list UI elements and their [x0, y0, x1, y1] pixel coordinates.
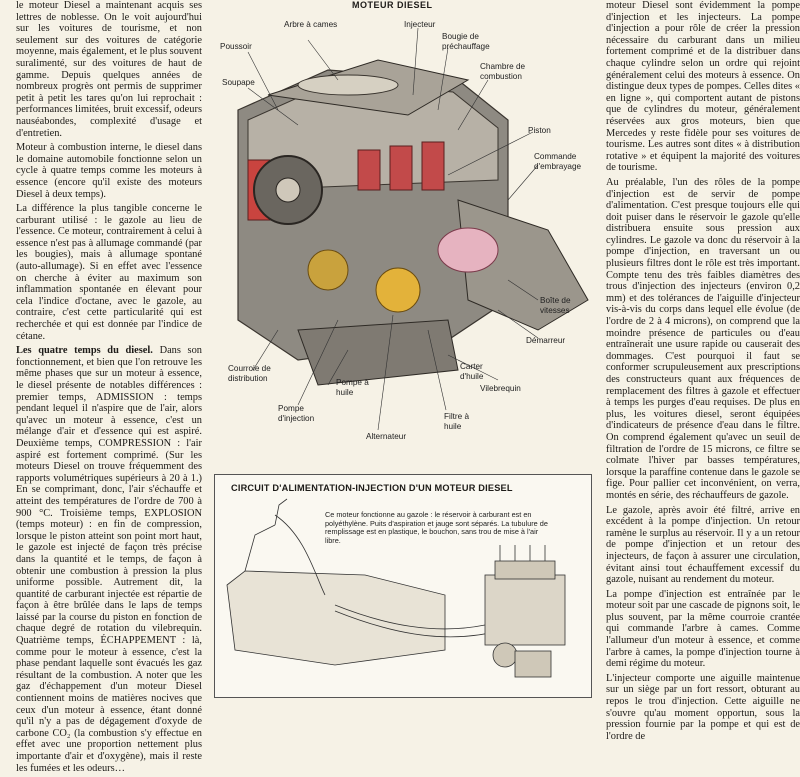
label-vilebrequin: Vilebrequin [480, 384, 521, 393]
label-arbre-a-cames: Arbre à cames [284, 20, 338, 29]
label-courroie: Courroie de distribution [228, 364, 271, 383]
label-bougie: Bougie de préchauffage [442, 32, 490, 51]
paragraph-filters: Au préalable, l'un des rôles de la pompe… [606, 176, 800, 501]
paragraph-four-strokes: Les quatre temps du diesel. Dans son fon… [16, 345, 202, 774]
label-pompe-injection: Pompe d'injection [278, 404, 315, 423]
engine-illustration [237, 27, 589, 431]
paragraph-intro: le moteur Diesel a maintenant acquis ses… [16, 0, 202, 139]
magazine-page: le moteur Diesel a maintenant acquis ses… [16, 0, 800, 774]
label-demarreur: Démarreur [526, 336, 566, 345]
paragraph-difference: La différence la plus tangible concerne … [16, 203, 202, 342]
label-carter: Carter d'huile [460, 362, 484, 381]
label-alternateur: Alternateur [366, 432, 407, 441]
label-commande-embrayage: Commande d'embrayage [534, 152, 582, 171]
circuit-caption: Ce moteur fonctionne au gazole : le rése… [325, 510, 548, 545]
figure-title: MOTEUR DIESEL [352, 0, 433, 10]
label-poussoir: Poussoir [220, 42, 252, 51]
engine-cutaway-figure: Arbre à cames Injecteur Bougie de précha… [208, 0, 604, 441]
label-injecteur: Injecteur [404, 20, 436, 29]
paragraph-pumps: moteur Diesel sont évidemment la pompe d… [606, 0, 800, 174]
section-heading-four-strokes: Les quatre temps du diesel. [16, 345, 153, 357]
four-strokes-body: Dans son fonctionnement, et bien que l'o… [16, 345, 202, 774]
paragraph-combustion: Moteur à combustion interne, le diesel d… [16, 142, 202, 200]
label-boite-vitesses: Boîte de vitesses [540, 296, 571, 315]
label-filtre-huile: Filtre à huile [444, 412, 470, 431]
paragraph-injector: L'injecteur comporte une aiguille mainte… [606, 672, 800, 742]
fuel-circuit-illustration [226, 498, 566, 678]
label-piston: Piston [528, 126, 551, 135]
paragraph-drive: La pompe d'injection est entraînée par l… [606, 588, 800, 670]
label-soupape: Soupape [222, 78, 255, 87]
right-text-column: moteur Diesel sont évidemment la pompe d… [606, 0, 800, 745]
label-pompe-huile: Pompe à huile [336, 378, 369, 397]
left-text-column: le moteur Diesel a maintenant acquis ses… [16, 0, 202, 777]
label-chambre: Chambre de combustion [480, 62, 526, 81]
fuel-circuit-box: CIRCUIT D'ALIMENTATION-INJECTION D'UN MO… [214, 474, 592, 698]
paragraph-return: Le gazole, après avoir été filtré, arriv… [606, 504, 800, 586]
circuit-title: CIRCUIT D'ALIMENTATION-INJECTION D'UN MO… [231, 483, 513, 493]
